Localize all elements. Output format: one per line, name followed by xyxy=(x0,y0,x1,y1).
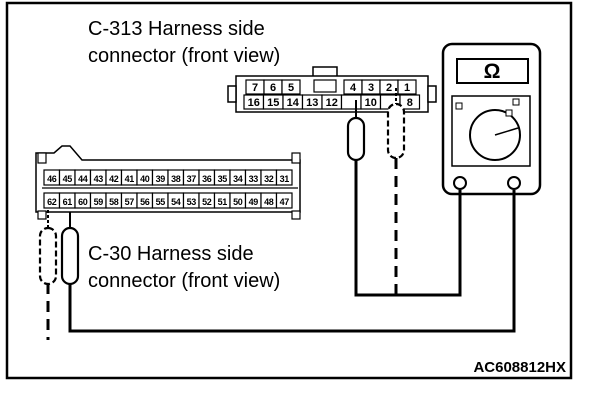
c313-pin-16: 16 xyxy=(248,97,260,109)
c313-right-guide xyxy=(427,85,437,103)
c30-pin-35: 35 xyxy=(218,174,228,184)
c30-label-line1: C-30 Harness side xyxy=(88,243,254,265)
c30-pin-31: 31 xyxy=(280,174,290,184)
c313-label-line1: C-313 Harness side xyxy=(88,18,265,40)
lead-meter-to-c313-pin4 xyxy=(354,158,462,297)
probe-c30-pin61[interactable] xyxy=(60,226,80,286)
meter-jack-right[interactable] xyxy=(507,176,521,190)
c313-probe-slot-11 xyxy=(340,94,362,110)
c313-pin-15: 15 xyxy=(267,97,279,109)
c30-pin-61: 61 xyxy=(63,197,73,207)
c313-pin-2: 2 xyxy=(386,82,392,94)
c313-pin-13: 13 xyxy=(306,97,318,109)
c30-pin-52: 52 xyxy=(202,197,212,207)
c30-pin-45: 45 xyxy=(63,174,73,184)
c30-pin-53: 53 xyxy=(187,197,197,207)
meter-dial-pointer xyxy=(494,127,519,136)
c30-pin-60: 60 xyxy=(78,197,88,207)
meter-panel xyxy=(451,95,531,167)
c30-label-line2: connector (front view) xyxy=(88,270,280,292)
c30-pin-43: 43 xyxy=(94,174,104,184)
c30-pin-cells: 46 45 44 43 42 41 40 39 38 37 36 35 34 33 32 31 62 61 60 59… xyxy=(43,169,293,209)
meter-jack-left[interactable] xyxy=(453,176,467,190)
c30-pin-39: 39 xyxy=(156,174,166,184)
c313-label-line2: connector (front view) xyxy=(88,45,280,67)
c30-pin-38: 38 xyxy=(171,174,181,184)
c313-pin-8-cell xyxy=(399,94,421,110)
c313-pin-8: 8 xyxy=(407,97,413,109)
c313-pin-6: 6 xyxy=(270,82,276,94)
c313-pin-5: 5 xyxy=(288,82,294,94)
figure-code: AC608812HX xyxy=(473,359,566,376)
probes xyxy=(38,88,406,286)
c313-pin-14: 14 xyxy=(287,97,300,109)
c30-pin-46: 46 xyxy=(47,174,57,184)
c30-pin-62: 62 xyxy=(47,197,57,207)
probe-c30-pin62[interactable] xyxy=(38,226,58,286)
c30-pin-48: 48 xyxy=(264,197,274,207)
c30-pin-36: 36 xyxy=(202,174,212,184)
c30-pin-57: 57 xyxy=(125,197,135,207)
probe-c313-pin2[interactable] xyxy=(386,102,406,160)
c30-pin-37: 37 xyxy=(187,174,197,184)
c30-pin-49: 49 xyxy=(249,197,259,207)
c30-pin-34: 34 xyxy=(233,174,243,184)
figure-frame xyxy=(5,1,573,380)
meter-indicator-2 xyxy=(505,109,513,117)
c30-latch-left xyxy=(37,152,47,164)
c313-left-guide xyxy=(227,85,237,103)
c30-pin-32: 32 xyxy=(264,174,274,184)
c30-pin-58: 58 xyxy=(109,197,119,207)
meter-indicator-1 xyxy=(455,102,463,110)
c313-pin-10: 10 xyxy=(365,97,377,109)
c30-connector: 46 45 44 43 42 41 40 39 38 37 36 35 34 33 32 31 62 61 60 59… xyxy=(35,145,301,220)
c313-pin-7: 7 xyxy=(252,82,258,94)
meter-display xyxy=(456,58,529,84)
c30-pin-54: 54 xyxy=(171,197,181,207)
c313-pin-1-cell xyxy=(397,79,417,95)
c30-pin-40: 40 xyxy=(140,174,150,184)
c313-pin-5-cell xyxy=(281,79,301,95)
multimeter: Ω xyxy=(441,42,542,196)
c30-pin-50: 50 xyxy=(233,197,243,207)
c30-pin-44: 44 xyxy=(78,174,88,184)
c30-latch-right xyxy=(291,152,301,164)
c30-pin-47-cell xyxy=(275,192,293,209)
c313-pin-12: 12 xyxy=(326,97,338,109)
c30-foot-left xyxy=(37,210,47,220)
c30-pin-56: 56 xyxy=(140,197,150,207)
c313-pin-1: 1 xyxy=(404,82,410,94)
ohm-symbol: Ω xyxy=(484,60,501,83)
lead-meter-to-c30-pin61 xyxy=(68,190,516,333)
c313-pin-3: 3 xyxy=(368,82,374,94)
meter-indicator-3 xyxy=(512,98,520,106)
c313-blank-key xyxy=(313,79,337,93)
c30-pin-55: 55 xyxy=(156,197,166,207)
probe-c313-pin4[interactable] xyxy=(346,116,366,162)
c30-pin-59: 59 xyxy=(94,197,104,207)
c30-pin-41: 41 xyxy=(125,174,135,184)
c30-pin-42: 42 xyxy=(109,174,119,184)
c30-pin-47: 47 xyxy=(280,197,290,207)
c313-pin-4: 4 xyxy=(350,82,357,94)
c30-pin-51: 51 xyxy=(218,197,228,207)
test-leads xyxy=(46,158,516,340)
c30-pin-31-cell xyxy=(275,169,293,186)
c30-pin-33: 33 xyxy=(249,174,259,184)
c30-foot-right xyxy=(291,210,301,220)
